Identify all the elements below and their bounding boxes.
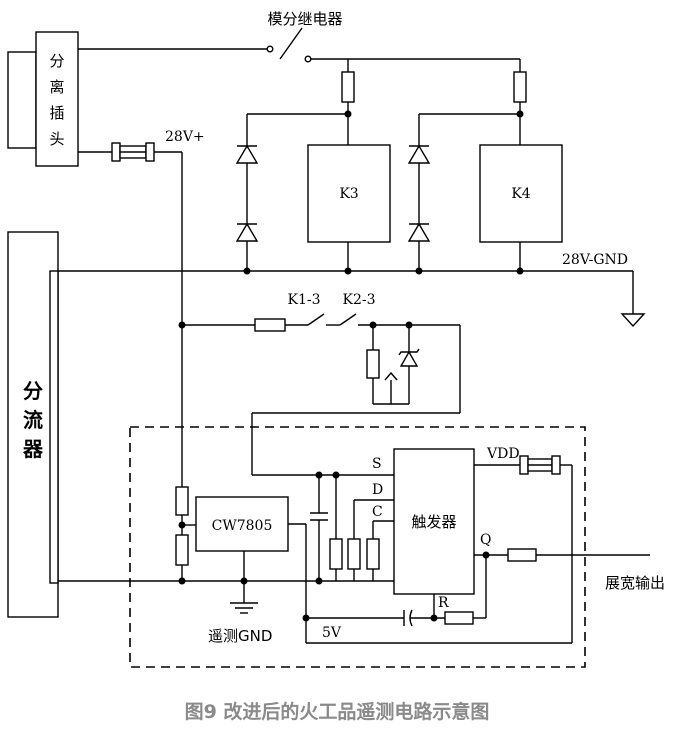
v28-plus-label: 28V+ [165,129,205,145]
ground-symbol-28v [620,313,646,328]
relay-contact-left [266,45,274,53]
cw7805-label: CW7805 [212,518,273,534]
relay-switch-blade [279,27,303,60]
plug-char-2: 离 [49,78,64,96]
telemetry-gnd-label: 遥测GND [208,627,272,645]
plug-char-3: 插 [49,104,64,122]
vdd-label: VDD [486,446,520,462]
zener-diode [399,350,419,367]
shunt-inner-strip [49,270,59,584]
plug-char-1: 分 [49,52,64,70]
shunt-char-2: 流 [23,408,43,432]
junction-gnd-k4 [516,267,524,275]
k23-contact [339,313,357,326]
plug-back-frame [7,51,37,149]
k13-contact [307,313,325,326]
relay-contact-right [304,55,312,63]
plug-char-4: 头 [49,130,64,148]
bias-resistor [366,349,380,379]
k4-label: K4 [511,186,530,202]
k13-label: K1-3 [287,292,320,308]
fuse-cap-right [145,142,155,162]
junction-cap-gnd [315,577,323,585]
trigger-ic [393,448,475,595]
pulldown-resistor-s [329,538,343,570]
relay-label: 模分继电器 [267,10,342,28]
vdd-fuse-cap-right [551,455,561,475]
k3-diode-lower [235,222,259,242]
junction-gnd-k3 [344,267,352,275]
k4-diode-lower [407,222,431,242]
rc-resistor [444,611,474,625]
vdd-fuse-cap-left [519,455,529,475]
k4-coil [479,144,563,243]
pin-r-label: R [438,595,449,611]
k3-coil [307,144,391,243]
pin-d-label: D [372,482,383,498]
telemetry-module-boundary [129,426,586,668]
k3-resistor [341,71,355,103]
pin-c-label: C [372,504,383,520]
k3-diode-upper [235,144,259,164]
k4-diode-upper [407,144,431,164]
output-resistor [507,548,537,562]
fuse-cap-left [111,142,121,162]
shunt-char-1: 分 [23,379,43,403]
pulldown-resistor-d [347,538,361,570]
k4-resistor [513,71,527,103]
pin-s-label: S [372,456,382,472]
k3-label: K3 [339,186,358,202]
pulldown-resistor-c [366,538,380,570]
pin-q-label: Q [480,532,491,548]
v5-label: 5V [322,625,342,641]
junction-gnd-divider [178,577,186,585]
separation-plug [35,31,79,167]
divider-resistor-upper [175,486,189,516]
bias-arrow-head [384,371,398,381]
shunt-char-3: 器 [22,437,44,461]
series-resistor [254,318,286,332]
trigger-label: 触发器 [411,513,456,531]
output-label: 展宽输出 [605,574,665,592]
junction-gnd-k3-diode [243,267,251,275]
junction-gnd-k4-diode [415,267,423,275]
figure-caption: 图9 改进后的火工品遥测电路示意图 [185,700,490,723]
divider-resistor-lower [175,534,189,566]
cw7805-regulator [195,496,289,552]
zener-bar [398,348,420,356]
gnd-28v-label: 28V-GND [562,252,628,268]
k23-label: K2-3 [342,292,375,308]
